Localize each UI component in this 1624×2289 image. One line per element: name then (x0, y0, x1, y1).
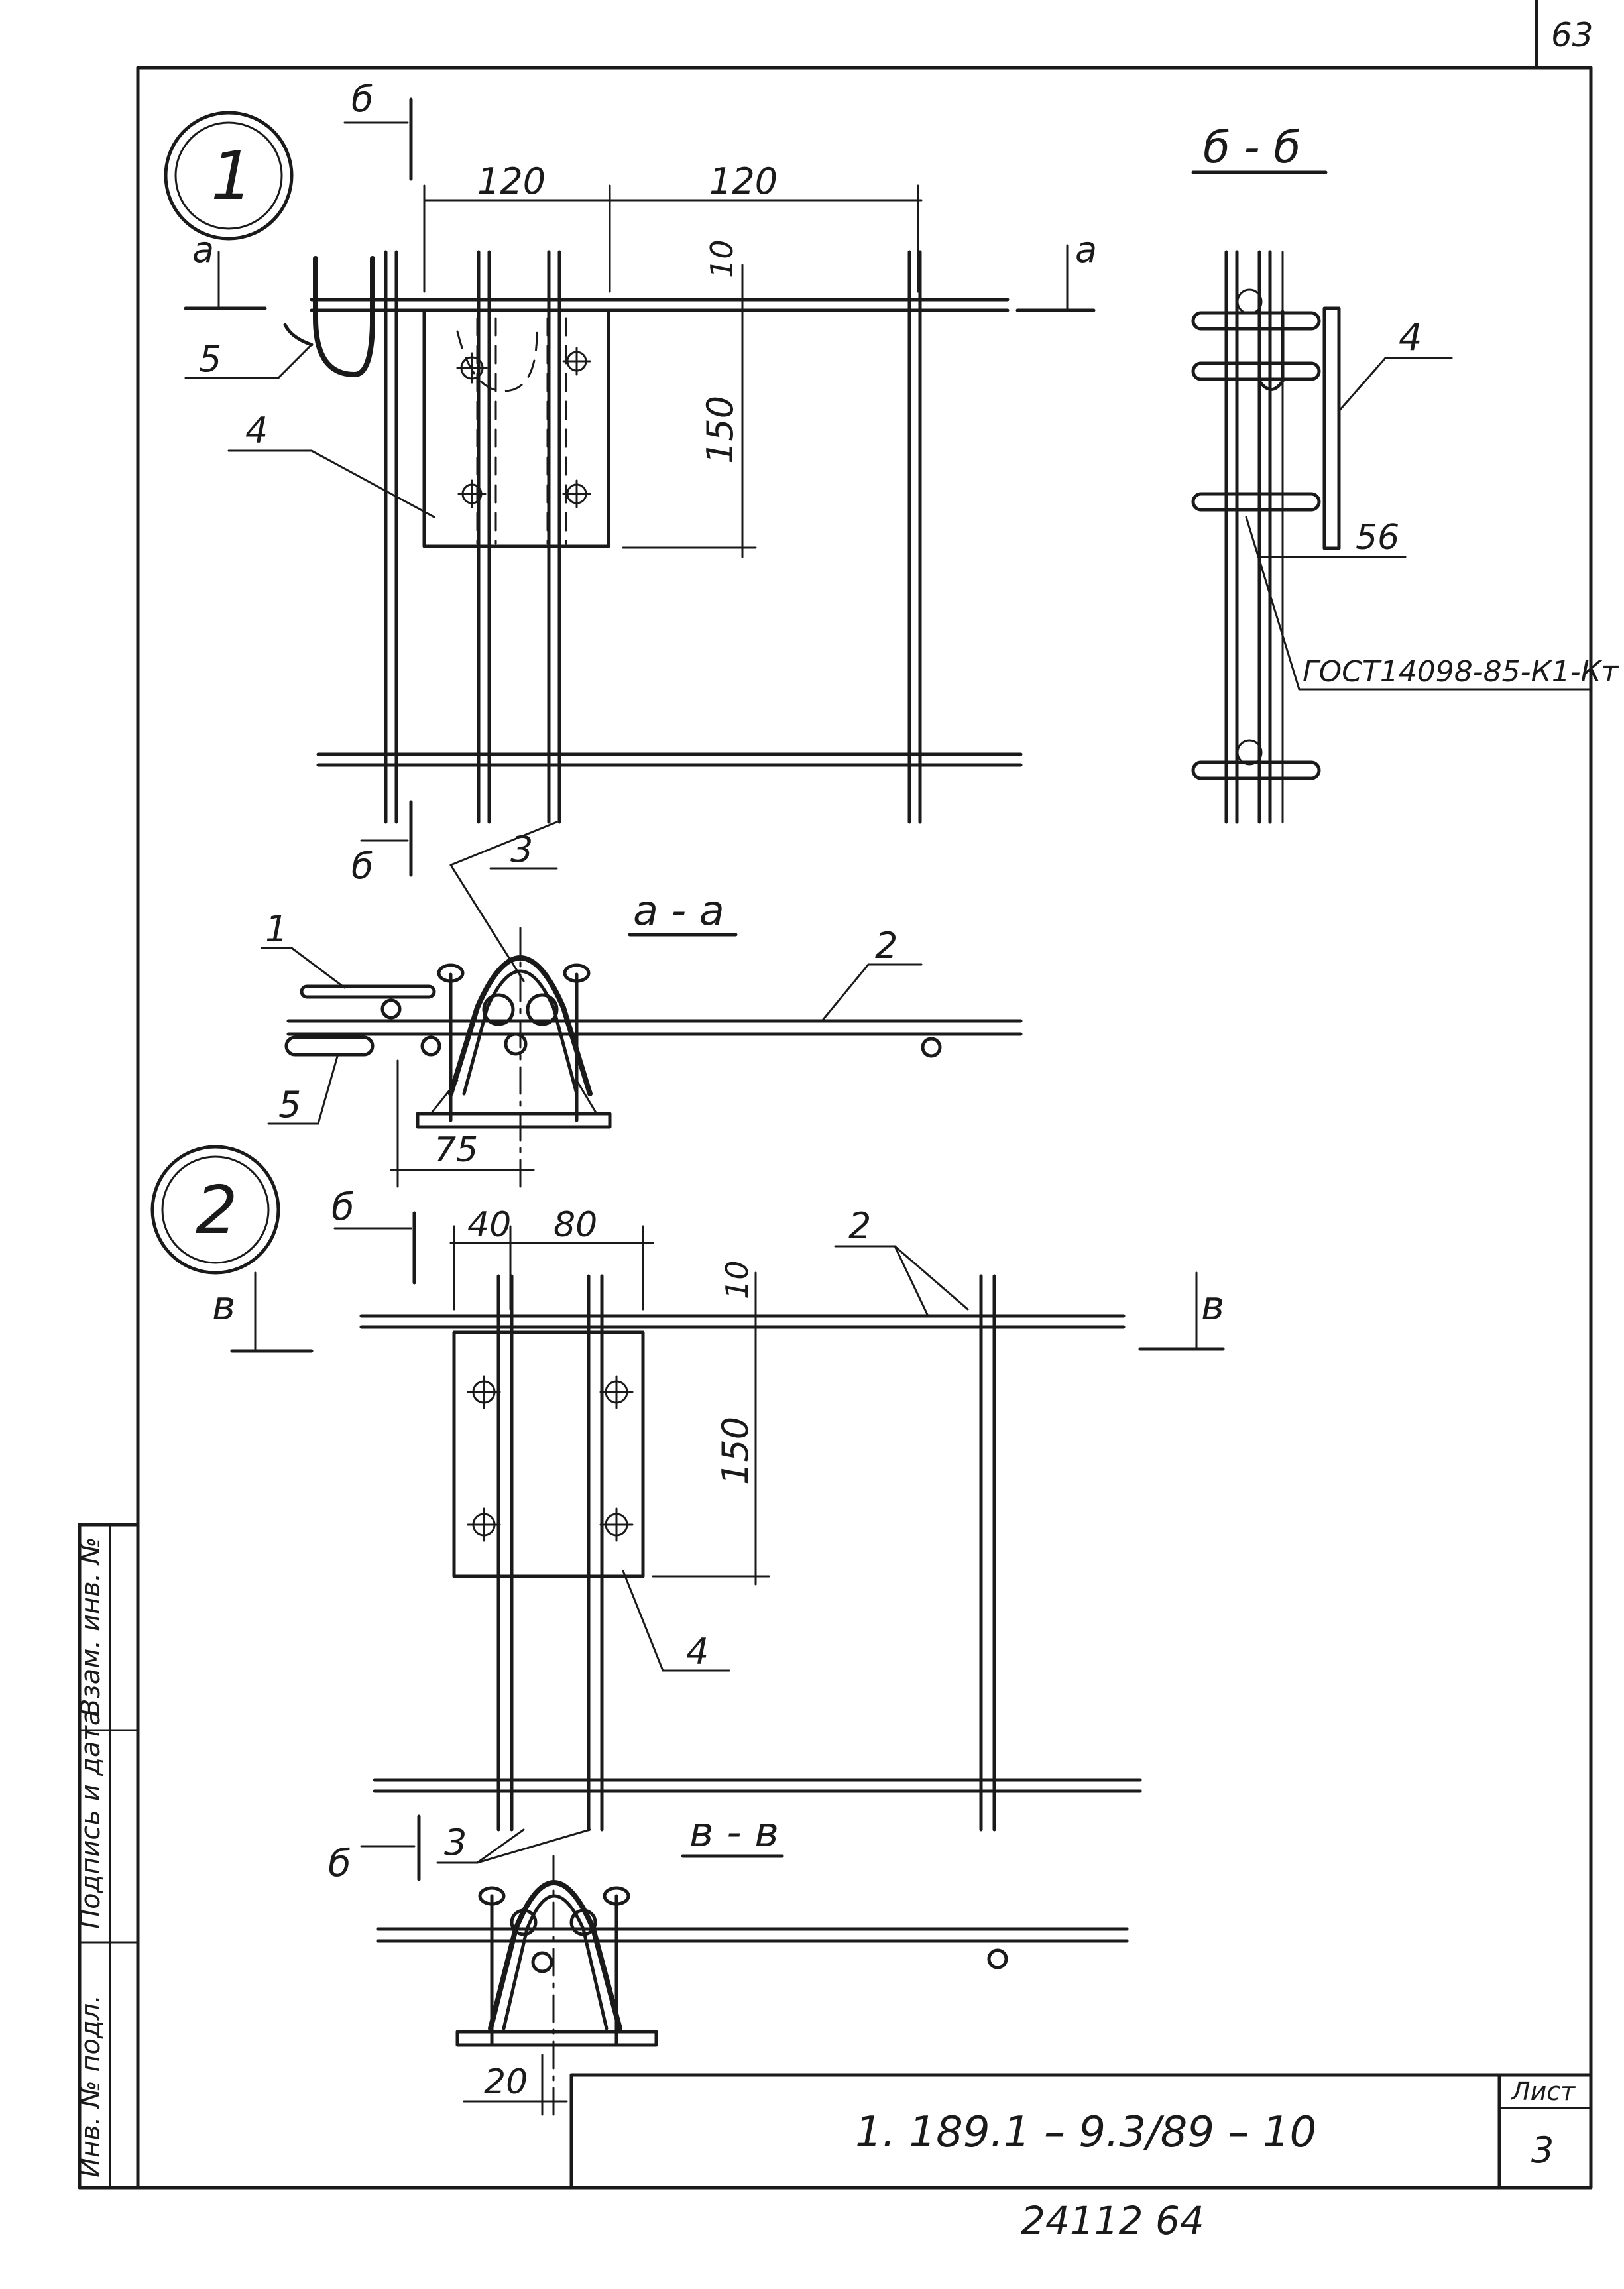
node1-bottom-bar (316, 752, 1023, 767)
node2-dim-right: 80 (553, 1205, 597, 1245)
section-bb-callout-plate: 4 (1399, 316, 1422, 359)
node2-top-bar (359, 1314, 1126, 1329)
node2-callout-bars: 2 (848, 1205, 871, 1247)
section-vv: в - в 20 (376, 1808, 1129, 2123)
node2-circle (150, 1145, 280, 1275)
page-number: 63 (1551, 16, 1594, 54)
node2-dim-gap: 10 (719, 1260, 755, 1299)
node2-bottom-bar (373, 1778, 1142, 1793)
sheet-label: Лист (1510, 2077, 1576, 2106)
node1-vertical-bars (384, 250, 922, 824)
section-aa-callout-hook: 5 (278, 1084, 301, 1126)
node1-plate (422, 308, 610, 548)
node1-dim-left: 120 (477, 160, 546, 202)
node2-cut-v-right (1138, 1271, 1225, 1351)
node1-plate-dashed (456, 317, 567, 545)
section-aa-bar5 (284, 1035, 375, 1057)
sheet-number: 3 (1531, 2129, 1554, 2171)
node2-dim-left: 40 (467, 1205, 511, 1245)
node1-callout-hook: 5 (199, 338, 221, 380)
node2-cut-b-bottom-label: б (328, 1842, 351, 1885)
node1-number: 1 (211, 137, 253, 215)
node1-circle (164, 111, 294, 241)
node1-dim-gap: 10 (704, 239, 740, 278)
section-aa-callout-bar1: 1 (265, 908, 288, 950)
node1-cut-b-top-label: б (351, 78, 373, 120)
stamp-sign-date: Подпись и дата (76, 1710, 106, 1929)
node1-callout-plate: 4 (245, 410, 268, 451)
node1-dimensions (423, 184, 923, 558)
section-vv-title: в - в (689, 1808, 779, 1856)
node2-cut-v-left-label: в (212, 1283, 235, 1329)
stamp-inv-orig: Инв. № подл. (76, 1995, 106, 2178)
node2-cut-v-right-label: в (1201, 1283, 1224, 1329)
node2-cut-v-left (230, 1271, 314, 1353)
section-aa-title: а - а (633, 886, 725, 935)
node2-number: 2 (196, 1171, 238, 1249)
node1-cut-a-right (1015, 244, 1096, 312)
section-bb-dim-thickness: 56 (1356, 518, 1399, 558)
node1-cut-a-left-label: а (192, 229, 214, 270)
node2-weld-marks (467, 1375, 634, 1542)
section-aa-bar1 (300, 984, 436, 999)
node1-dim-right: 120 (709, 160, 778, 202)
node2-dimensions (449, 1225, 770, 1586)
node1-hook (313, 256, 375, 377)
node1-cut-a-right-label: а (1075, 229, 1097, 270)
node2-plate (452, 1330, 645, 1578)
section-aa-plate (416, 1112, 612, 1129)
node2-cut-b-top (333, 1211, 416, 1285)
node2-callout-anchors: 3 (444, 1822, 467, 1863)
side-stamp: Взам. инв. № Подпись и дата Инв. № подл. (76, 1523, 140, 2190)
node1-cut-b-bottom (360, 800, 413, 877)
node2-vertical-bars (496, 1274, 996, 1832)
section-aa-anchor (448, 955, 593, 1096)
node1-weld-marks (456, 347, 591, 508)
stamp-replaced-inv: Взам. инв. № (76, 1537, 106, 1717)
node1-callout-anchors: 3 (510, 829, 533, 870)
node2-plan: 2 (150, 1145, 1225, 1885)
node1-dim-plate: 150 (699, 396, 741, 464)
node1-cut-b-bottom-label: б (351, 845, 373, 887)
title-block (569, 2073, 1593, 2190)
footer-number: 24112 64 (1021, 2198, 1204, 2243)
section-bb-plate (1322, 306, 1341, 550)
section-bb: б - б 56 4 ГОСТ14098-85-К1-Кт (1191, 122, 1619, 824)
section-bb-weld-note: ГОСТ14098-85-К1-Кт (1303, 655, 1619, 689)
node2-callout-plate: 4 (686, 1631, 709, 1673)
section-vv-plate (455, 2030, 658, 2047)
section-aa: а - а 1 2 (261, 886, 1023, 1195)
section-aa-callout-bar2: 2 (875, 925, 898, 967)
node2-dim-plate: 150 (715, 1417, 756, 1485)
node2-cut-b-top-label: б (331, 1186, 355, 1229)
node1-top-bar (310, 298, 1010, 312)
section-bb-title: б - б (1203, 122, 1301, 173)
node2-plate-dashed (497, 1338, 603, 1572)
section-vv-dim-offset: 20 (484, 2062, 528, 2102)
node1-plan: 1 (164, 78, 1097, 982)
node1-cut-b-top (343, 97, 413, 181)
drawing-frame (78, 0, 1593, 2190)
node1-cut-a-left (184, 251, 267, 310)
section-aa-dim-offset: 75 (434, 1130, 478, 1170)
document-code: 1. 189.1 – 9.3/89 – 10 (855, 2108, 1316, 2157)
node2-cut-b-bottom (360, 1814, 421, 1881)
